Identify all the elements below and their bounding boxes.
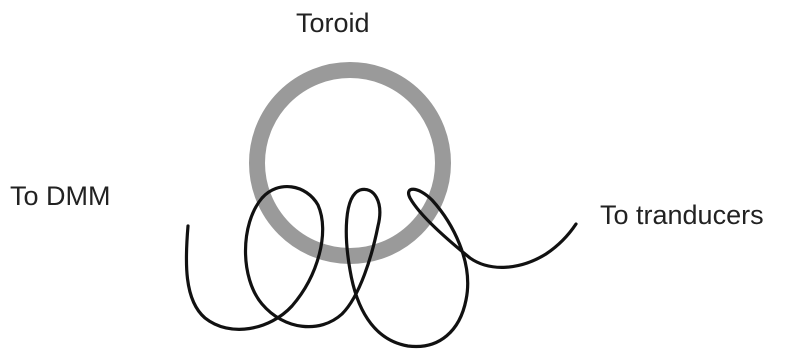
to-transducers-label: To tranducers [600,200,764,230]
toroid-label: Toroid [296,8,370,38]
to-dmm-label: To DMM [10,181,111,211]
wire-coil [184,185,578,349]
toroid-ring [249,62,451,264]
